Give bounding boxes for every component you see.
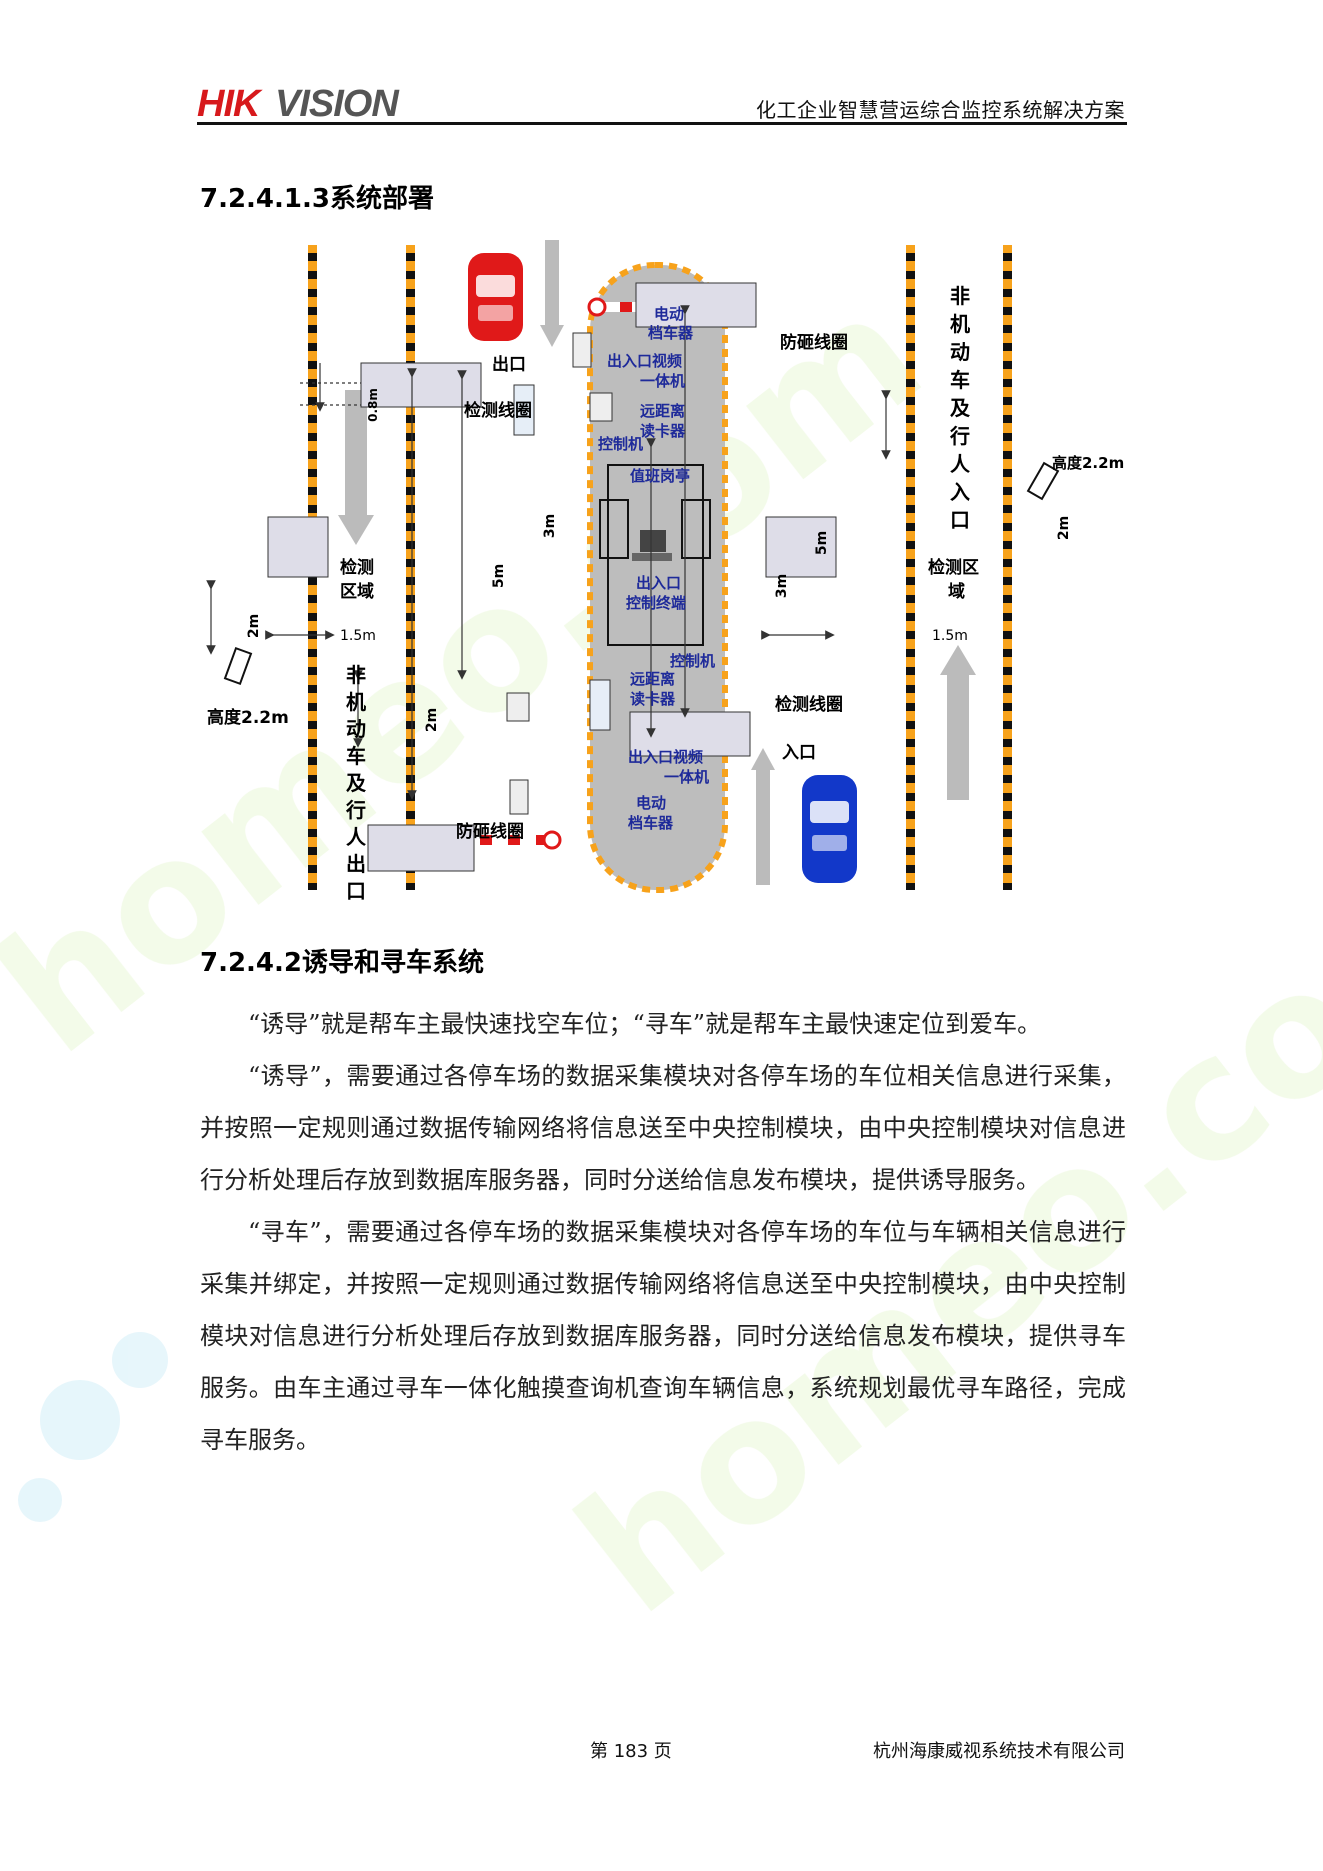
paragraph: “诱导”就是帮车主最快速找空车位；“寻车”就是帮车主最快速定位到爱车。: [248, 1010, 1042, 1038]
flow-arrow: [751, 748, 775, 770]
label-terminal-1: 出入口: [636, 574, 682, 592]
label-dim-0-8: 0.8m: [365, 388, 380, 422]
parking-deployment-diagram: [206, 240, 1060, 893]
label-dim-5m-a: 5m: [491, 563, 508, 589]
header-title: 化工企业智慧营运综合监控系统解决方案: [756, 98, 1125, 122]
body-text: “诱导”就是帮车主最快速找空车位；“寻车”就是帮车主最快速定位到爱车。 “诱导”…: [200, 998, 1126, 1466]
label-video-top-2: 一体机: [640, 372, 686, 390]
label-barrier-top-1: 电动: [654, 305, 685, 323]
detect-area-left: [267, 516, 329, 578]
section-heading-guidance: 7.2.4.2诱导和寻车系统: [200, 948, 484, 978]
anti-hit-loop-top: [635, 282, 757, 328]
label-video-bottom-1: 出入口视频: [628, 748, 704, 766]
label-reader-top-2: 读卡器: [640, 422, 686, 440]
label-detect-right-1: 检测区: [928, 558, 979, 578]
label-ped-exit: 非机动 车及行 人出口: [346, 663, 366, 903]
reader-icon: [589, 392, 613, 422]
flow-arrow: [338, 515, 374, 545]
label-dim-1-5-right: 1.5m: [932, 628, 968, 644]
label-reader-bottom-2: 读卡器: [630, 690, 676, 708]
controller-icon: [513, 384, 535, 436]
paragraph: “诱导”，需要通过各停车场的数据采集模块对各停车场的车位相关信息进行采集，并按照…: [200, 1062, 1126, 1194]
exit-car: [468, 253, 523, 341]
road-line: [1003, 245, 1012, 890]
label-reader-bottom-1: 远距离: [630, 670, 676, 688]
barrier-top: [587, 297, 607, 317]
label-dim-2m-c: 2m: [1056, 515, 1073, 541]
header-rule: [197, 122, 1127, 125]
camera-icon: [223, 646, 253, 686]
label-entry-loop: 检测线圈: [775, 695, 843, 715]
company-name: 杭州海康威视系统技术有限公司: [873, 1741, 1125, 1762]
flow-arrow: [540, 325, 564, 347]
label-barrier-top-2: 档车器: [648, 324, 694, 342]
label-barrier-bottom-2: 档车器: [628, 814, 674, 832]
svg-text:HIK: HIK: [197, 83, 263, 124]
label-exit-loop: 检测线圈: [464, 401, 532, 421]
section-heading-deployment: 7.2.4.1.3系统部署: [200, 184, 434, 214]
svg-text:VISION: VISION: [275, 83, 400, 124]
label-detect-right-2: 域: [948, 582, 965, 602]
hikvision-logo: HIK VISION: [197, 83, 401, 124]
label-height-left: 高度2.2m: [207, 708, 289, 728]
label-anti-hit-top: 防砸线圈: [780, 333, 848, 353]
label-anti-hit-bottom: 防砸线圈: [456, 822, 524, 842]
label-controller-bottom: 控制机: [670, 652, 716, 670]
label-barrier-bottom-1: 电动: [636, 794, 667, 812]
video-unit-icon: [572, 332, 592, 368]
entry-car: [802, 775, 857, 883]
barrier-bottom: [542, 830, 562, 850]
label-dim-3m-b: 3m: [774, 573, 791, 599]
label-dim-3m-a: 3m: [542, 513, 559, 539]
paragraph: “寻车”，需要通过各停车场的数据采集模块对各停车场的车位与车辆相关信息进行采集并…: [200, 1218, 1126, 1454]
label-detect-left-2: 区域: [340, 582, 374, 602]
road-line: [906, 245, 915, 890]
label-booth: 值班岗亭: [630, 467, 691, 485]
label-video-bottom-2: 一体机: [664, 768, 710, 786]
detect-area-right: [765, 516, 837, 578]
label-entrance: 入口: [782, 743, 816, 763]
flow-arrow: [940, 645, 976, 675]
label-exit: 出口: [492, 355, 526, 375]
label-controller-top: 控制机: [598, 435, 644, 453]
label-ped-entry: 非机动 车及行 人入口: [950, 284, 970, 532]
label-height-right: 高度2.2m: [1052, 454, 1125, 472]
anti-hit-loop-bottom: [367, 824, 475, 872]
page-number: 第 183 页: [590, 1741, 672, 1762]
label-video-top-1: 出入口视频: [607, 352, 683, 370]
label-dim-2m-a: 2m: [246, 613, 263, 639]
label-terminal-2: 控制终端: [626, 594, 687, 612]
controller-icon: [589, 679, 611, 731]
label-dim-5m-b: 5m: [814, 530, 831, 556]
label-dim-1-5-left: 1.5m: [340, 628, 376, 644]
video-unit-icon: [509, 779, 529, 815]
label-detect-left-1: 检测: [340, 558, 374, 578]
barrier-arm-bottom: [440, 835, 552, 845]
reader-icon: [506, 692, 530, 722]
camera-icon: [1026, 461, 1060, 501]
label-dim-2m-b: 2m: [424, 707, 441, 733]
label-reader-top-1: 远距离: [640, 402, 686, 420]
